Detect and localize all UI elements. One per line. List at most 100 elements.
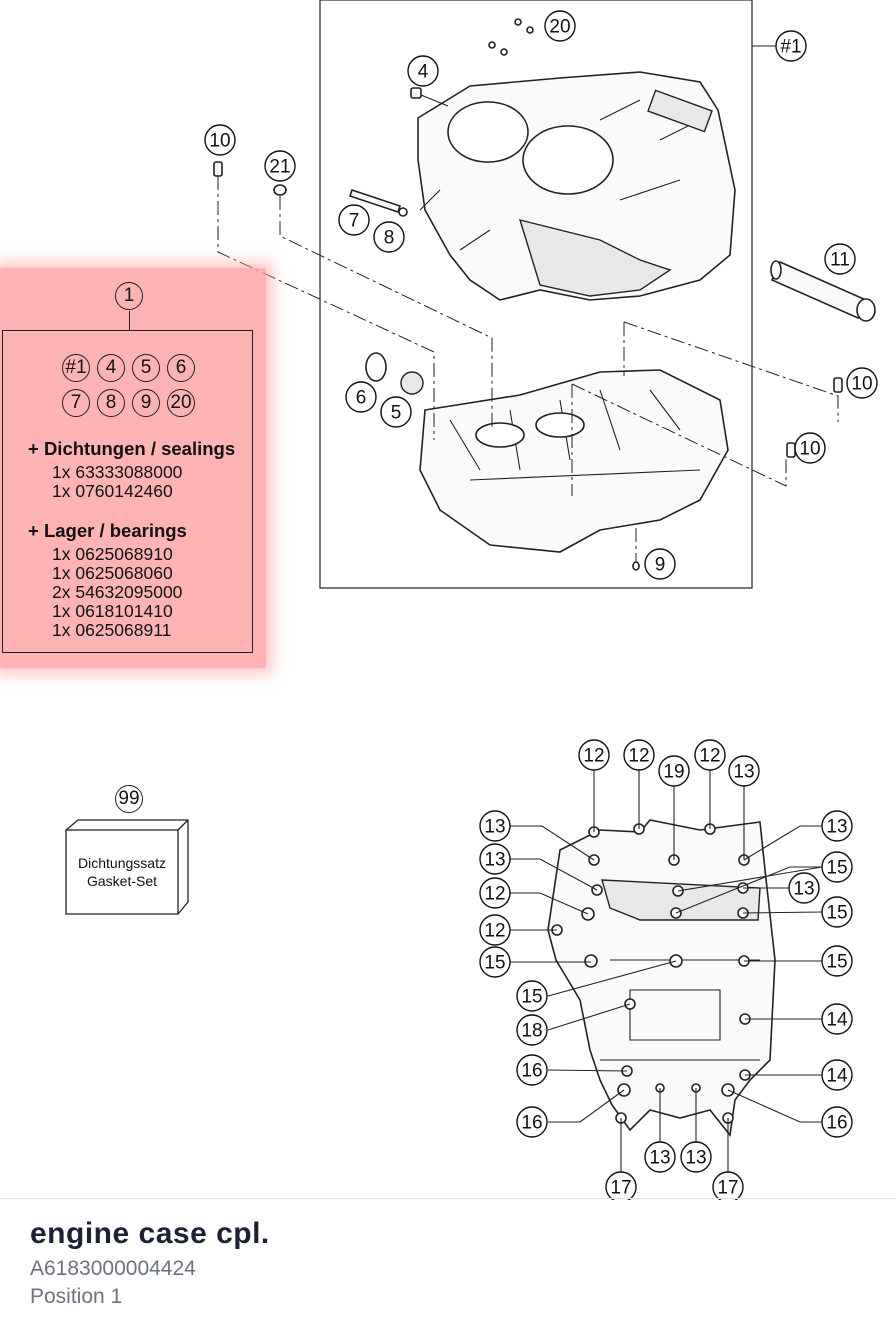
callout-bubble[interactable]: 17: [712, 1171, 744, 1200]
svg-text:12: 12: [484, 884, 505, 905]
callout-bubble[interactable]: #1: [775, 30, 807, 62]
bearing-item: 1x 0625068060: [52, 563, 173, 583]
callout-bubble[interactable]: 16: [516, 1106, 548, 1138]
callout-bubble[interactable]: 6: [345, 381, 377, 413]
svg-text:11: 11: [830, 250, 850, 271]
kit-callout: 1: [115, 282, 143, 310]
callout-bubble[interactable]: 10: [204, 124, 236, 156]
kit-grid-callout: 7: [62, 389, 90, 417]
callout-bubble[interactable]: 4: [407, 55, 439, 87]
svg-text:12: 12: [699, 746, 720, 767]
callout-bubble[interactable]: 13: [479, 843, 511, 875]
svg-text:15: 15: [826, 903, 847, 924]
callout-bubble[interactable]: 12: [694, 739, 726, 771]
bearing-item: 1x 0618101410: [52, 601, 173, 621]
small-parts: [213, 18, 876, 571]
svg-text:15: 15: [484, 953, 505, 974]
callout-bubble[interactable]: 21: [264, 150, 296, 182]
part-info-footer: engine case cpl. A6183000004424 Position…: [0, 1198, 896, 1336]
svg-text:20: 20: [549, 17, 570, 38]
sealing-item: 1x 0760142460: [52, 481, 173, 501]
svg-text:15: 15: [826, 952, 847, 973]
kit-grid-callout: 4: [97, 354, 125, 382]
callout-bubble[interactable]: 7: [338, 204, 370, 236]
svg-text:9: 9: [655, 555, 666, 576]
svg-text:16: 16: [826, 1113, 847, 1134]
svg-text:12: 12: [484, 921, 505, 942]
part-number: A6183000004424: [30, 1257, 196, 1280]
kit-grid-callout: #1: [62, 354, 90, 382]
svg-text:19: 19: [663, 762, 684, 783]
svg-text:8: 8: [384, 228, 395, 249]
callout-bubble[interactable]: 13: [479, 810, 511, 842]
svg-text:16: 16: [521, 1061, 542, 1082]
callout-bubble[interactable]: 12: [578, 739, 610, 771]
callout-bubble[interactable]: 5: [380, 396, 412, 428]
part-title: engine case cpl.: [30, 1217, 270, 1250]
gasket-set-callout[interactable]: 99: [115, 785, 143, 813]
callout-bubble[interactable]: 17: [605, 1171, 637, 1200]
callout-bubble[interactable]: 13: [788, 872, 820, 904]
dowel-sleeve-11: [770, 260, 876, 322]
kit-grid-callout: 6: [167, 354, 195, 382]
callout-bubble[interactable]: 15: [516, 980, 548, 1012]
svg-text:13: 13: [685, 1148, 706, 1169]
exploded-parts-diagram: 20 #1 4 10 21 7 8 11 6 5 10 10 9 12 12 1…: [204, 0, 878, 1200]
kit-contents-box: [2, 330, 253, 653]
upper-crankcase: [417, 71, 736, 301]
kit-grid-callout: 5: [132, 354, 160, 382]
callout-bubble[interactable]: 14: [821, 1003, 853, 1035]
callout-bubble[interactable]: 13: [644, 1141, 676, 1173]
sealings-heading: + Dichtungen / sealings: [28, 438, 236, 459]
callout-bottom: 12 12 19 12 13 13 13 13 15 12 13 15 12 1…: [479, 739, 853, 1200]
callout-bubble[interactable]: 9: [644, 548, 676, 580]
callout-bubble[interactable]: 13: [680, 1141, 712, 1173]
callout-bubble[interactable]: 15: [821, 896, 853, 928]
svg-text:14: 14: [826, 1010, 848, 1031]
svg-text:17: 17: [610, 1178, 631, 1199]
svg-text:10: 10: [209, 131, 230, 152]
kit-leader-line: [129, 311, 131, 331]
callout-bubble[interactable]: 8: [373, 221, 405, 253]
svg-text:17: 17: [717, 1178, 738, 1199]
callout-bubble[interactable]: 19: [658, 755, 690, 787]
svg-text:13: 13: [826, 817, 847, 838]
callout-bubble[interactable]: 13: [821, 810, 853, 842]
lower-crankcase: [419, 369, 729, 553]
callout-bubble[interactable]: 20: [544, 10, 576, 42]
svg-text:13: 13: [649, 1148, 670, 1169]
callout-bubble[interactable]: 12: [479, 877, 511, 909]
bearings-heading: + Lager / bearings: [28, 520, 187, 541]
sealing-item: 1x 63333088000: [52, 462, 183, 482]
part-position: Position 1: [30, 1285, 123, 1308]
callout-bubble[interactable]: 12: [623, 739, 655, 771]
svg-text:7: 7: [349, 211, 360, 232]
svg-text:18: 18: [521, 1021, 542, 1042]
kit-grid-callout: 9: [132, 389, 160, 417]
svg-text:12: 12: [628, 746, 649, 767]
svg-text:4: 4: [418, 62, 429, 83]
callout-bubble[interactable]: 16: [821, 1106, 853, 1138]
svg-text:15: 15: [826, 858, 847, 879]
crankcase-underside: [547, 819, 776, 1137]
callout-bubble[interactable]: 16: [516, 1054, 548, 1086]
callout-bubble[interactable]: 11: [824, 243, 856, 275]
svg-text:#1: #1: [780, 37, 801, 58]
callout-bubble[interactable]: 15: [821, 945, 853, 977]
svg-text:14: 14: [826, 1066, 848, 1087]
gasket-set-box-outline: [65, 819, 189, 915]
svg-text:10: 10: [799, 439, 820, 460]
callout-bubble[interactable]: 12: [479, 914, 511, 946]
callout-bubble[interactable]: 14: [821, 1059, 853, 1091]
callout-bubble[interactable]: 15: [479, 946, 511, 978]
svg-text:12: 12: [583, 746, 604, 767]
gasket-set-box[interactable]: Dichtungssatz Gasket-Set: [66, 830, 178, 914]
bearing-item: 2x 54632095000: [52, 582, 183, 602]
kit-frame: [319, 0, 753, 589]
callout-bubble[interactable]: 10: [846, 367, 878, 399]
callout-bubble[interactable]: 13: [728, 755, 760, 787]
callout-bubble[interactable]: 15: [821, 851, 853, 883]
callout-bubble[interactable]: 10: [794, 432, 826, 464]
kit-contents-panel[interactable]: 1 #1 4 5 6 7 8 9 20 + Dichtungen / seali…: [0, 268, 266, 668]
callout-bubble[interactable]: 18: [516, 1014, 548, 1046]
